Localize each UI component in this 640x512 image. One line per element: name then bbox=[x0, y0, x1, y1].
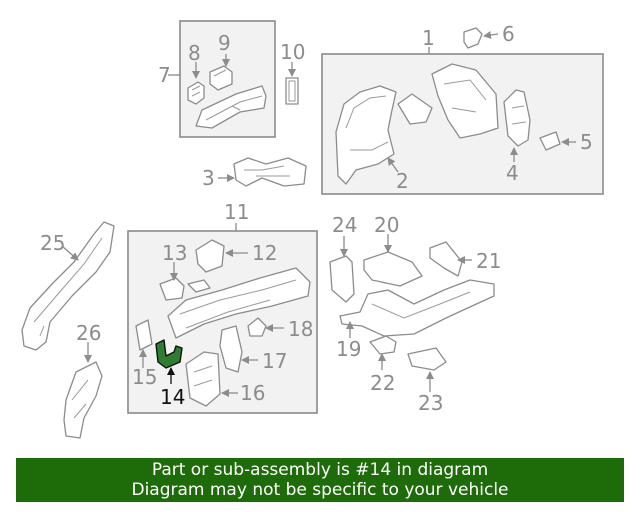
callout-2: 2 bbox=[396, 169, 409, 193]
callout-11: 11 bbox=[224, 200, 249, 224]
part-1-apron bbox=[397, 63, 499, 139]
callout-7: 7 bbox=[158, 63, 171, 87]
callout-19: 19 bbox=[336, 337, 361, 361]
part-23 bbox=[407, 347, 447, 371]
part-10 bbox=[285, 77, 299, 105]
callout-18: 18 bbox=[288, 317, 313, 341]
part-4 bbox=[503, 89, 531, 147]
callout-1: 1 bbox=[422, 26, 435, 50]
callout-24: 24 bbox=[332, 213, 357, 237]
part-25 bbox=[21, 221, 115, 351]
part-22 bbox=[369, 335, 397, 355]
callout-26: 26 bbox=[76, 321, 101, 345]
part-7-rail bbox=[195, 85, 267, 129]
callout-10: 10 bbox=[280, 40, 305, 64]
callout-21: 21 bbox=[476, 249, 501, 273]
banner-line-1: Part or sub-assembly is #14 in diagram bbox=[151, 460, 489, 480]
callout-20: 20 bbox=[374, 213, 399, 237]
callout-6: 6 bbox=[502, 22, 515, 46]
callout-23: 23 bbox=[418, 391, 443, 415]
callout-17: 17 bbox=[262, 349, 287, 373]
part-19-floor bbox=[339, 279, 495, 337]
callout-12: 12 bbox=[252, 241, 277, 265]
callout-15: 15 bbox=[132, 365, 157, 389]
part-11-rail bbox=[167, 267, 311, 339]
part-18 bbox=[247, 317, 267, 337]
part-16 bbox=[185, 351, 221, 407]
part-21 bbox=[429, 241, 463, 277]
part-5 bbox=[539, 131, 561, 151]
callout-3: 3 bbox=[202, 166, 215, 190]
part-17 bbox=[219, 325, 243, 373]
part-6 bbox=[463, 27, 483, 49]
part-13 bbox=[159, 277, 211, 301]
callout-4: 4 bbox=[506, 161, 519, 185]
callout-13: 13 bbox=[162, 241, 187, 265]
part-3 bbox=[233, 157, 307, 187]
callout-25: 25 bbox=[40, 231, 65, 255]
part-15 bbox=[135, 319, 153, 351]
callout-9: 9 bbox=[218, 31, 231, 55]
part-14-highlighted[interactable] bbox=[155, 339, 183, 369]
callout-16: 16 bbox=[240, 381, 265, 405]
callout-8: 8 bbox=[188, 41, 201, 65]
part-26 bbox=[63, 361, 103, 439]
part-8 bbox=[187, 81, 205, 105]
part-24 bbox=[329, 255, 355, 303]
part-20 bbox=[363, 251, 423, 287]
callout-22: 22 bbox=[370, 371, 395, 395]
part-2 bbox=[335, 85, 397, 185]
info-banner: Part or sub-assembly is #14 in diagram D… bbox=[16, 458, 624, 502]
callout-14[interactable]: 14 bbox=[160, 385, 185, 409]
part-12 bbox=[195, 239, 225, 273]
banner-line-2: Diagram may not be specific to your vehi… bbox=[131, 480, 509, 500]
callout-5: 5 bbox=[580, 130, 593, 154]
